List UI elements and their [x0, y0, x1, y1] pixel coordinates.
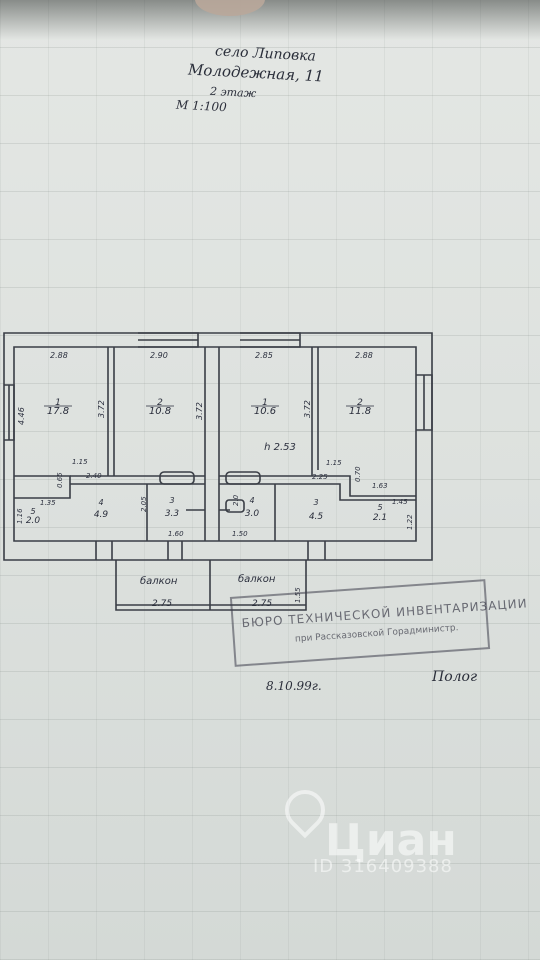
bath-2	[225, 471, 261, 485]
wall-4	[14, 475, 71, 499]
wall-6	[70, 483, 416, 501]
room-num-5: 5	[30, 507, 35, 516]
window-b3	[307, 541, 326, 560]
dim-misc-13: 1.63	[372, 482, 388, 490]
room-area-7: 3.3	[165, 509, 180, 519]
signature: Полог	[432, 669, 478, 685]
inner-wall	[13, 346, 417, 542]
dim-misc-15: 1.22	[406, 514, 414, 530]
dim-misc-4: 1.35	[40, 499, 56, 507]
dim-misc-2: 2.40	[86, 472, 102, 480]
dim-side-1: 4.46	[17, 407, 26, 425]
dim-side-2: 3.72	[97, 400, 106, 418]
height-label: h 2.53	[264, 442, 296, 453]
dim-side-4: 3.72	[303, 400, 312, 418]
room-area-9: 4.5	[309, 512, 324, 522]
watermark-id: ID 316409388	[313, 856, 453, 877]
stamp-line1: БЮРО ТЕХНИЧЕСКОЙ ИНВЕНТАРИЗАЦИИ	[241, 596, 529, 631]
window-b1	[95, 541, 113, 560]
dim-misc-6: 2.05	[140, 496, 148, 512]
room-num-6: 4	[98, 498, 103, 507]
dim-misc-12: 0.70	[354, 466, 362, 482]
dim-misc-10: 2.25	[312, 473, 328, 481]
window-1	[138, 332, 199, 348]
dim-top-4: 2.88	[355, 351, 373, 360]
window-right	[416, 374, 433, 431]
wall-7	[146, 484, 276, 541]
room-num-4: 2	[357, 398, 363, 408]
room-area-1: 17.8	[47, 406, 69, 417]
dim-misc-5: 1.16	[16, 508, 24, 524]
cian-watermark: Циан ID 316409388	[276, 781, 505, 880]
dim-misc-8: 1.50	[232, 530, 248, 538]
dim-misc-7: 1.60	[168, 530, 184, 538]
window-2	[240, 332, 301, 348]
room-num-8: 4	[249, 496, 254, 505]
room-area-6: 4.9	[94, 510, 109, 520]
dim-top-1: 2.88	[50, 351, 68, 360]
room-num-1: 1	[55, 398, 61, 408]
wall-3	[311, 347, 319, 476]
dim-misc-9: 2.0	[232, 494, 240, 506]
room-num-7: 3	[169, 496, 174, 505]
document-date: 8.10.99г.	[266, 679, 322, 693]
room-area-5: 2.0	[26, 516, 41, 526]
balcony-label-2: балкон	[238, 573, 276, 585]
room-num-10: 5	[377, 503, 382, 512]
balcony-label-1: балкон	[140, 575, 178, 587]
wall-1	[107, 347, 115, 476]
balcony-side: 1.55	[294, 587, 302, 603]
dim-misc-1: 1.15	[72, 458, 88, 466]
wall-2	[204, 347, 220, 541]
wall-5	[70, 475, 416, 497]
dim-top-2: 2.90	[150, 351, 168, 360]
room-area-3: 10.6	[254, 406, 276, 417]
window-left	[4, 384, 15, 441]
room-area-8: 3.0	[245, 509, 260, 519]
room-num-3: 1	[262, 398, 268, 408]
outer-wall	[3, 332, 433, 561]
room-num-2: 2	[157, 398, 163, 408]
shadow	[0, 0, 540, 40]
watermark-brand: Циан	[325, 815, 457, 866]
room-area-2: 10.8	[149, 406, 171, 417]
dim-misc-3: 0.65	[56, 472, 64, 488]
room-num-9: 3	[313, 498, 318, 507]
room-area-4: 11.8	[349, 406, 371, 417]
stamp-line2: при Рассказовской Горадминистр.	[294, 623, 459, 645]
finger	[195, 0, 265, 16]
balconies	[115, 560, 307, 611]
dim-misc-14: 1.45	[392, 498, 408, 506]
balcony-width-2: 2.75	[252, 599, 272, 609]
room-area-10: 2.1	[373, 513, 387, 523]
dim-top-3: 2.85	[255, 351, 273, 360]
dim-misc-11: 1.15	[326, 459, 342, 467]
bath-1	[159, 471, 195, 485]
dim-side-3: 3.72	[195, 402, 204, 420]
window-b2	[167, 541, 183, 560]
sink	[225, 499, 245, 513]
balcony-width-1: 2.75	[152, 599, 172, 609]
